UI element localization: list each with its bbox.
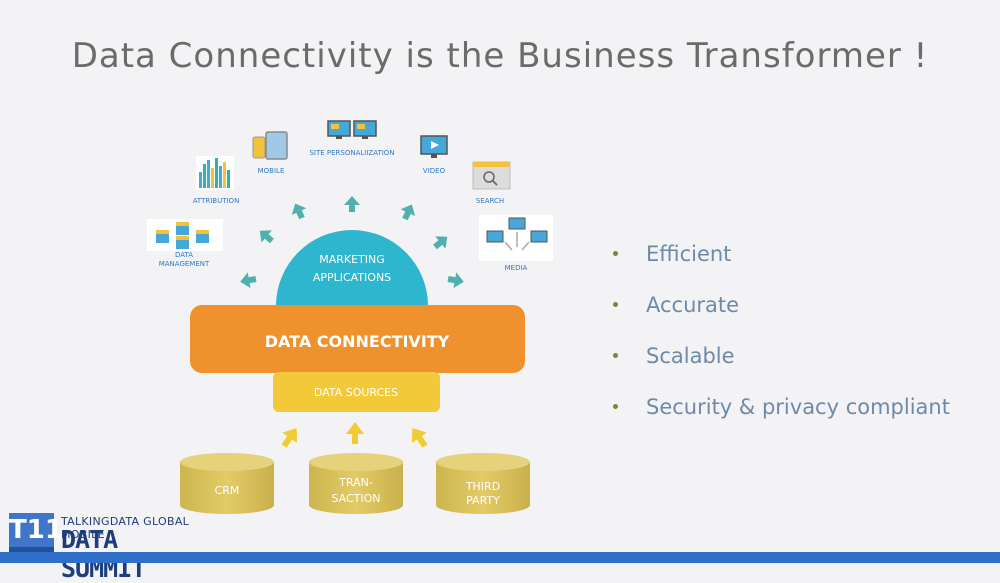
database-transaction-line2: SACTION xyxy=(331,492,380,505)
list-item: Accurate xyxy=(613,279,950,330)
arrow-icon xyxy=(411,427,428,448)
mobile-devices-icon xyxy=(252,131,288,160)
data-connectivity-diagram: MARKETING APPLICATIONS DATA CONNECTIVITY… xyxy=(147,120,553,514)
database-crm: CRM xyxy=(180,453,274,514)
database-transaction: TRAN- SACTION xyxy=(309,453,403,514)
search-window-icon xyxy=(472,161,511,190)
database-crm-label: CRM xyxy=(215,484,240,497)
bullet-icon xyxy=(613,404,618,409)
channel-site-personalization-label: SITE PERSONALIIZATION xyxy=(309,149,394,157)
bullet-text: Scalable xyxy=(646,343,735,368)
channel-data-management: DATA MANAGEMENT xyxy=(147,219,223,268)
channel-attribution: ATTRIBUTION xyxy=(193,156,240,205)
data-sources-box: DATA SOURCES xyxy=(273,372,440,412)
arrow-icon xyxy=(433,236,448,250)
arrow-icon xyxy=(291,203,307,220)
channel-search: SEARCH xyxy=(472,161,511,205)
summit-logo: T11 TALKINGDATA GLOBAL MOBILE DATA SUMMI… xyxy=(9,513,209,583)
footer-bar xyxy=(0,552,1000,563)
database-third-party-line1: THIRD xyxy=(465,480,500,493)
channel-attribution-label: ATTRIBUTION xyxy=(193,197,240,205)
data-connectivity-label: DATA CONNECTIVITY xyxy=(265,332,450,351)
database-third-party-line2: PARTY xyxy=(466,494,500,507)
list-item: Scalable xyxy=(613,330,950,381)
data-sources-label: DATA SOURCES xyxy=(314,386,398,399)
monitors-icon xyxy=(327,120,377,139)
database-transaction-line1: TRAN- xyxy=(338,476,373,489)
channel-search-label: SEARCH xyxy=(476,197,504,205)
bullet-text: Efficient xyxy=(646,241,732,266)
bullet-icon xyxy=(613,353,618,358)
arrow-icon xyxy=(240,272,257,289)
arrow-icon xyxy=(281,427,298,448)
channel-media: MEDIA xyxy=(479,215,553,272)
arrow-icon xyxy=(346,422,364,444)
marketing-label-line2: APPLICATIONS xyxy=(313,271,391,284)
channel-mobile: MOBILE xyxy=(252,131,288,175)
channel-data-management-line2: MANAGEMENT xyxy=(159,260,210,268)
bullet-text: Accurate xyxy=(646,292,740,317)
cubes-icon xyxy=(147,219,223,251)
database-third-party: THIRD PARTY xyxy=(436,453,530,514)
bar-chart-icon xyxy=(196,156,234,190)
incoming-arrows xyxy=(281,422,428,448)
channel-data-management-line1: DATA xyxy=(175,251,193,259)
video-monitor-icon xyxy=(420,135,448,158)
marketing-label-line1: MARKETING xyxy=(319,253,385,266)
channel-mobile-label: MOBILE xyxy=(258,167,285,175)
bullet-text: Security & privacy compliant xyxy=(646,394,950,419)
outgoing-arrows xyxy=(240,196,464,289)
channel-site-personalization: SITE PERSONALIIZATION xyxy=(309,120,395,157)
marketing-applications-dome: MARKETING APPLICATIONS xyxy=(276,230,428,306)
arrow-icon xyxy=(344,196,360,212)
arrow-icon xyxy=(400,204,416,221)
slide-title: Data Connectivity is the Business Transf… xyxy=(71,36,929,76)
list-item: Efficient xyxy=(613,228,950,279)
bullet-icon xyxy=(613,251,618,256)
logo-mark: T11 xyxy=(9,513,63,553)
bullet-icon xyxy=(613,302,618,307)
arrow-icon xyxy=(259,230,274,244)
channel-video-label: VIDEO xyxy=(423,167,446,175)
media-network-icon xyxy=(479,215,553,261)
benefits-list: Efficient Accurate Scalable Security & p… xyxy=(613,228,950,432)
data-connectivity-bar: DATA CONNECTIVITY xyxy=(190,305,525,373)
arrow-icon xyxy=(447,272,464,289)
list-item: Security & privacy compliant xyxy=(613,381,950,432)
channel-video: VIDEO xyxy=(420,135,448,175)
logo-line1: TALKINGDATA GLOBAL MOBILE xyxy=(61,515,190,541)
channel-media-label: MEDIA xyxy=(505,264,528,272)
